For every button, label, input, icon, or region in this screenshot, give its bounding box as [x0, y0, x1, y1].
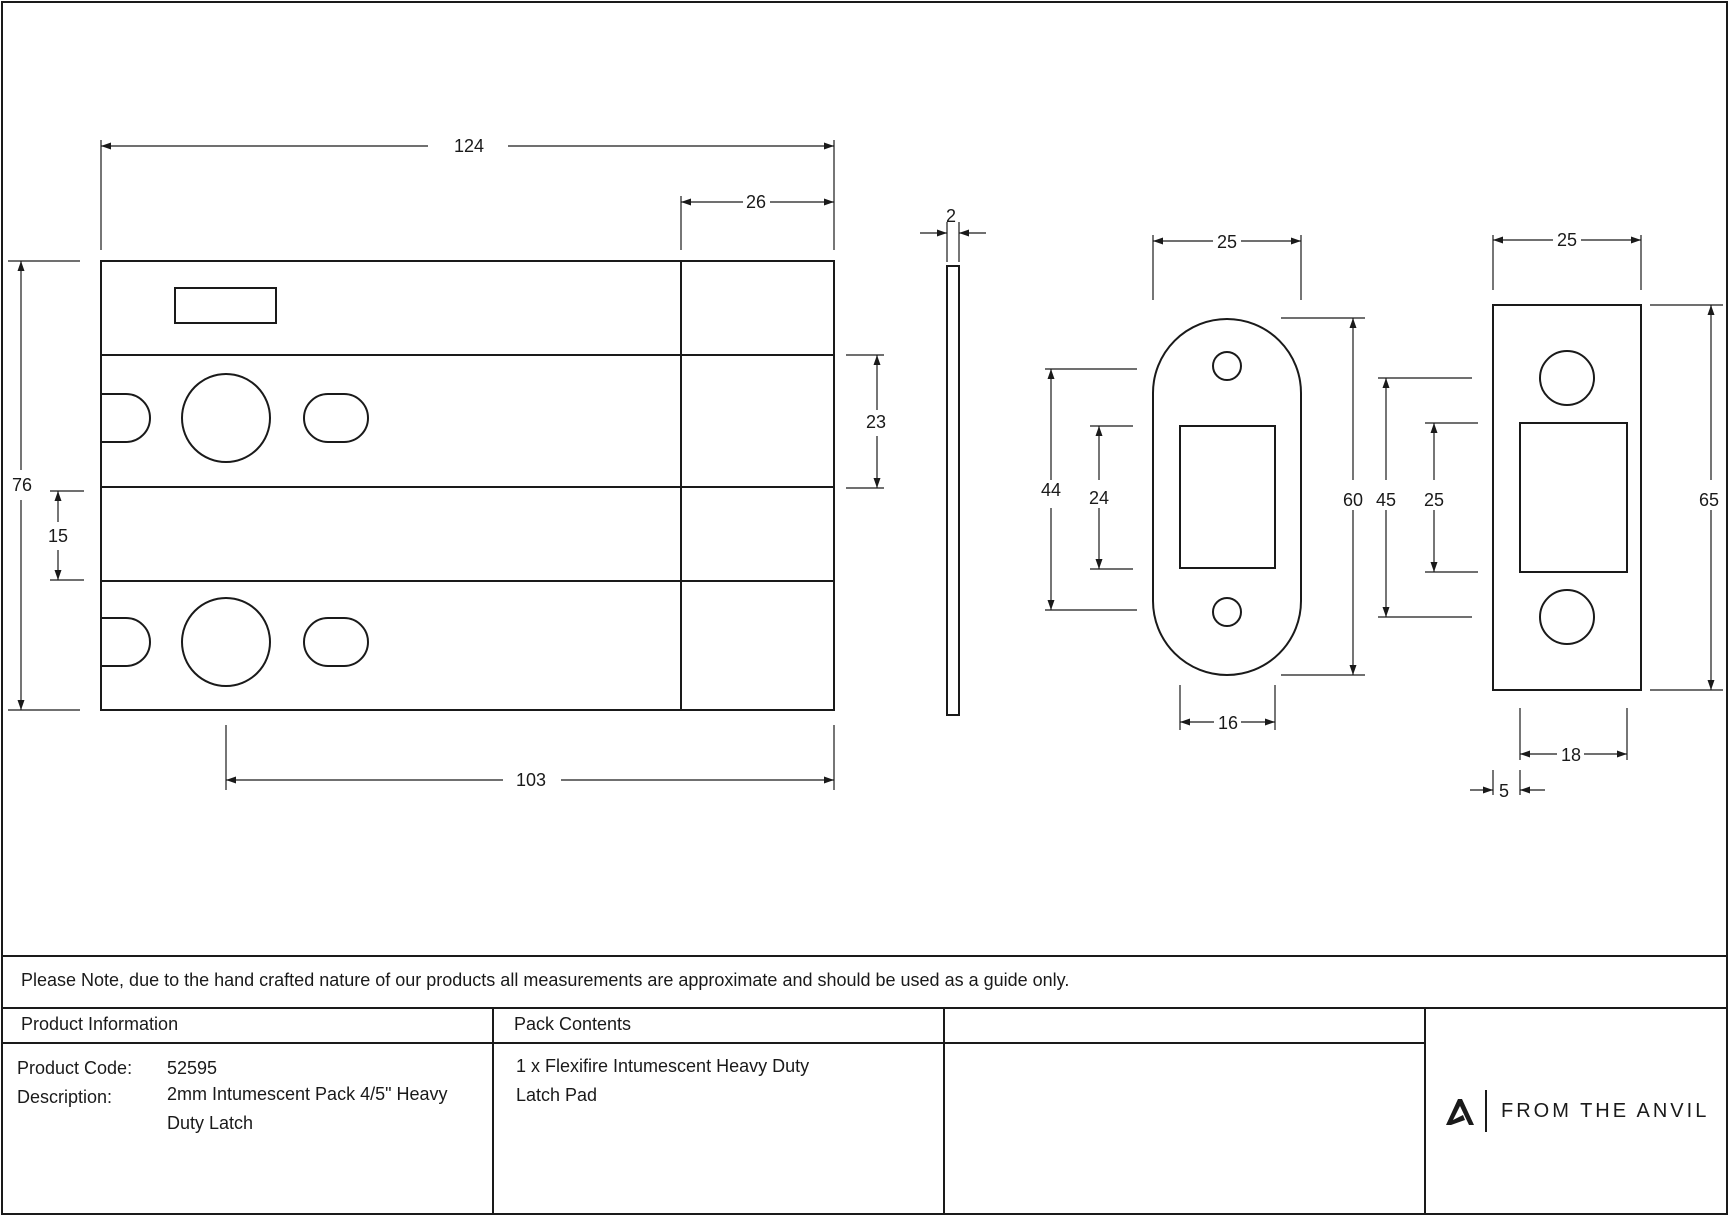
description-label: Description:	[17, 1087, 113, 1107]
brand-name: FROM THE ANVIL	[1501, 1099, 1710, 1122]
dim-60-label: 60	[1343, 490, 1363, 510]
brand-logo: FROM THE ANVIL	[1443, 1090, 1709, 1132]
dim-44-label: 44	[1041, 480, 1061, 500]
round-latch-plate	[1152, 318, 1302, 676]
dim-16-label: 16	[1218, 713, 1238, 733]
header-bottom-rule	[1, 1042, 1426, 1044]
column-divider-3	[1424, 1007, 1426, 1215]
dim-24-label: 24	[1089, 488, 1109, 508]
product-code-label: Product Code:	[17, 1058, 133, 1078]
footer-top-rule	[1, 955, 1728, 957]
dim-2-label: 2	[946, 206, 956, 226]
dim-76-label: 76	[12, 475, 32, 495]
dim-25-square-width-label: 25	[1557, 230, 1577, 250]
dim-26-label: 26	[746, 192, 766, 212]
technical-drawing: 124 26 2 76 15 23 103 25 44 24 60 16 25 …	[8, 136, 1723, 801]
column-divider-1	[492, 1007, 494, 1215]
column-divider-2	[943, 1007, 945, 1215]
product-code-value: 52595	[167, 1058, 218, 1078]
note-bottom-rule	[1, 1007, 1728, 1009]
pack-side-profile	[946, 265, 960, 716]
dim-5-label: 5	[1499, 781, 1509, 801]
dim-25-inner-label: 25	[1424, 490, 1444, 510]
description-value: 2mm Intumescent Pack 4/5" Heavy Duty Lat…	[167, 1084, 448, 1133]
dim-103-label: 103	[516, 770, 546, 790]
dim-25-round-width-label: 25	[1217, 232, 1237, 252]
dim-45-label: 45	[1376, 490, 1396, 510]
dim-18-label: 18	[1561, 745, 1581, 765]
disclaimer-note: Please Note, due to the hand crafted nat…	[21, 970, 1070, 990]
dim-23-label: 23	[866, 412, 886, 432]
pack-contents-header: Pack Contents	[514, 1014, 632, 1034]
product-info-header: Product Information	[21, 1014, 179, 1034]
square-latch-plate	[1492, 304, 1642, 691]
dim-124-label: 124	[454, 136, 484, 156]
dim-65-label: 65	[1699, 490, 1719, 510]
dimension-lines	[8, 140, 1723, 795]
intumescent-pack-plate	[100, 260, 835, 711]
logo-divider	[1485, 1090, 1487, 1132]
dim-15-label: 15	[48, 526, 68, 546]
anvil-logo-icon	[1446, 1099, 1474, 1125]
pack-contents-text: 1 x Flexifire Intumescent Heavy Duty Lat…	[516, 1056, 810, 1105]
